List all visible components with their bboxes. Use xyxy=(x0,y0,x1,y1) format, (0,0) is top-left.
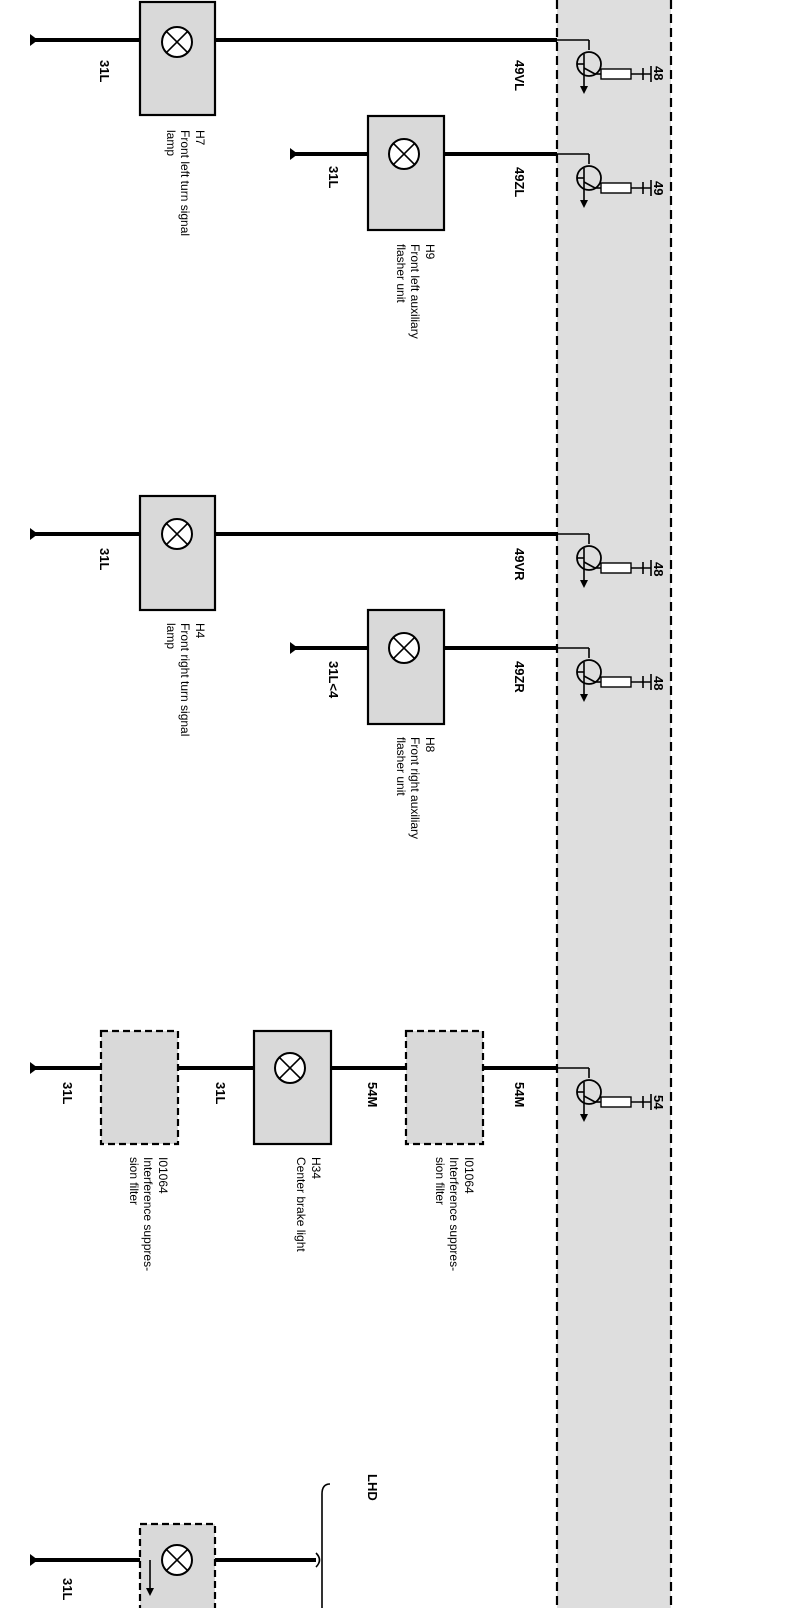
label-pin-i01064b: 54 xyxy=(651,1095,666,1110)
label-wire-h9: 49ZL xyxy=(512,167,527,197)
label-desc1-i01064a: Interference suppres- xyxy=(141,1157,155,1271)
circuit-h9: 31L 49ZL 49 H9 Front left auxiliary flas… xyxy=(290,114,666,339)
label-pin-h4: 48 xyxy=(651,562,666,576)
label-desc1-i01064b: Interference suppres- xyxy=(447,1157,461,1271)
label-id-h7: H7 xyxy=(193,130,207,146)
label-desc2-h4: lamp xyxy=(164,623,178,649)
label-desc1-h4: Front right turn signal xyxy=(178,623,192,736)
label-id-i01064b: I01064 xyxy=(462,1157,476,1194)
control-module xyxy=(557,0,671,1608)
lamp-icon xyxy=(161,26,193,58)
label-wire-h8: 49ZR xyxy=(512,661,527,693)
label-id-h4: H4 xyxy=(193,623,207,639)
label-ground-h7: 31L xyxy=(97,60,112,82)
label-ground-i01064a: 31L xyxy=(60,1082,75,1104)
component-i01064-b xyxy=(404,1029,485,1146)
label-id-h8: H8 xyxy=(423,737,437,753)
label-desc2-i01064a: sion filter xyxy=(127,1157,141,1205)
label-desc2-h8: flasher unit xyxy=(394,737,408,796)
circuit-h8: 31L<4 49ZR 48 H8 Front right auxiliary f… xyxy=(290,608,666,839)
label-pin-h9: 49 xyxy=(651,181,666,195)
lamp-icon xyxy=(161,1544,193,1576)
label-wire-i01064b: 54M xyxy=(512,1082,527,1107)
ground-terminal-h8 xyxy=(290,642,298,654)
ground-terminal-h4 xyxy=(30,528,38,540)
label-id-i01064a: I01064 xyxy=(156,1157,170,1194)
label-ground-h4: 31L xyxy=(97,548,112,570)
label-pin-h7: 48 xyxy=(651,66,666,80)
ground-terminal-brake xyxy=(30,1062,38,1074)
label-ground-h8: 31L<4 xyxy=(326,661,341,699)
label-id-h34: H34 xyxy=(309,1157,323,1179)
label-desc1-h7: Front left turn signal xyxy=(178,130,192,236)
label-desc1-h34: Center brake light xyxy=(294,1157,308,1252)
label-desc2-h9: flasher unit xyxy=(394,244,408,303)
lhd-bracket xyxy=(321,1483,331,1608)
label-ground-bottom: 31L xyxy=(60,1578,75,1600)
label-ground-h9: 31L xyxy=(326,166,341,188)
label-desc2-i01064b: sion filter xyxy=(433,1157,447,1205)
lamp-icon xyxy=(388,632,420,664)
label-wire-h34: 54M xyxy=(365,1082,380,1107)
circuit-bottom: LHD 31L xyxy=(30,1474,380,1608)
label-pin-h8: 48 xyxy=(651,676,666,690)
component-h34 xyxy=(252,1029,333,1146)
ground-terminal-h9 xyxy=(290,148,298,160)
ground-arrow-icon xyxy=(146,1588,154,1596)
component-h4 xyxy=(138,494,217,612)
circuit-h7: 31L 49VL 48 H7 Front left turn signal la… xyxy=(30,0,666,236)
component-i01064-a xyxy=(99,1029,180,1146)
component-h7 xyxy=(138,0,217,117)
label-wire-h4: 49VR xyxy=(512,548,527,581)
ground-terminal-h7 xyxy=(30,34,38,46)
lamp-icon xyxy=(388,138,420,170)
circuit-brake-light: 31L 31L 54M 54M 54 I01064 Interference s… xyxy=(30,1029,666,1271)
ground-terminal-bottom xyxy=(30,1554,38,1566)
label-ground-h34: 31L xyxy=(213,1082,228,1104)
lamp-icon xyxy=(274,1052,306,1084)
label-desc2-h7: lamp xyxy=(164,130,178,156)
label-lhd: LHD xyxy=(365,1474,380,1501)
label-desc1-h9: Front left auxiliary xyxy=(408,244,422,339)
lamp-icon xyxy=(161,518,193,550)
label-desc1-h8: Front right auxiliary xyxy=(408,737,422,839)
component-h9 xyxy=(366,114,446,232)
label-id-h9: H9 xyxy=(423,244,437,260)
component-h8 xyxy=(366,608,446,726)
wire-bottom-end xyxy=(315,1552,321,1568)
label-wire-h7: 49VL xyxy=(512,60,527,91)
circuit-h4: 31L 49VR 48 H4 Front right turn signal l… xyxy=(30,494,666,736)
